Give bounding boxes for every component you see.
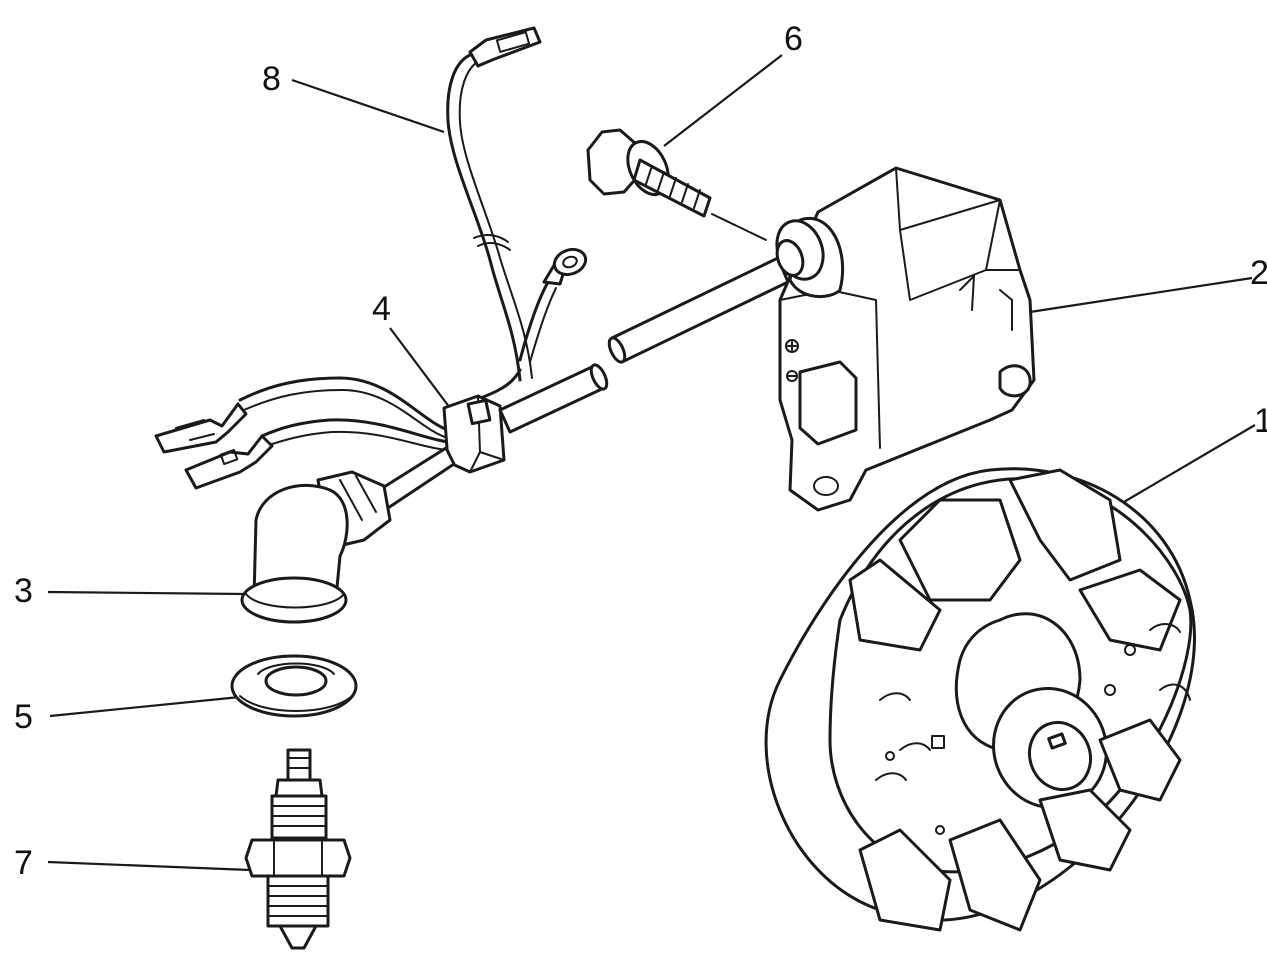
bullet-terminal-upper bbox=[154, 402, 248, 454]
part-4-wire-clamp bbox=[442, 394, 506, 474]
part-3-plug-cap bbox=[240, 470, 392, 624]
callout-3: 3 bbox=[14, 572, 33, 610]
part-1-flywheel bbox=[764, 467, 1196, 932]
bullet-terminal-lower bbox=[184, 434, 274, 490]
callout-7: 7 bbox=[14, 844, 33, 882]
ring-terminal bbox=[542, 247, 588, 286]
leader-line-4 bbox=[389, 327, 451, 409]
part-5-washer bbox=[230, 654, 358, 718]
part-7-spark-plug bbox=[244, 748, 352, 950]
callout-4: 4 bbox=[372, 290, 391, 328]
leader-line-2 bbox=[1029, 276, 1253, 314]
callout-5: 5 bbox=[14, 698, 33, 736]
callout-6: 6 bbox=[784, 20, 803, 58]
leader-line-5 bbox=[49, 695, 241, 718]
leader-line-7 bbox=[47, 860, 251, 872]
leader-line-1 bbox=[1099, 424, 1256, 517]
callout-8: 8 bbox=[262, 60, 281, 98]
leader-line-8 bbox=[291, 78, 445, 134]
spade-terminal-top bbox=[468, 26, 542, 68]
leader-line-3 bbox=[47, 590, 245, 596]
leader-line-6 bbox=[663, 54, 783, 147]
callout-2: 2 bbox=[1250, 254, 1267, 292]
high-tension-lead bbox=[374, 256, 790, 510]
part-6-bolt bbox=[586, 128, 767, 241]
part-8-wire-harness bbox=[154, 26, 588, 490]
leader-lines bbox=[47, 54, 1256, 872]
part-2-ignition-coil bbox=[775, 166, 1036, 512]
callout-1: 1 bbox=[1254, 402, 1267, 440]
